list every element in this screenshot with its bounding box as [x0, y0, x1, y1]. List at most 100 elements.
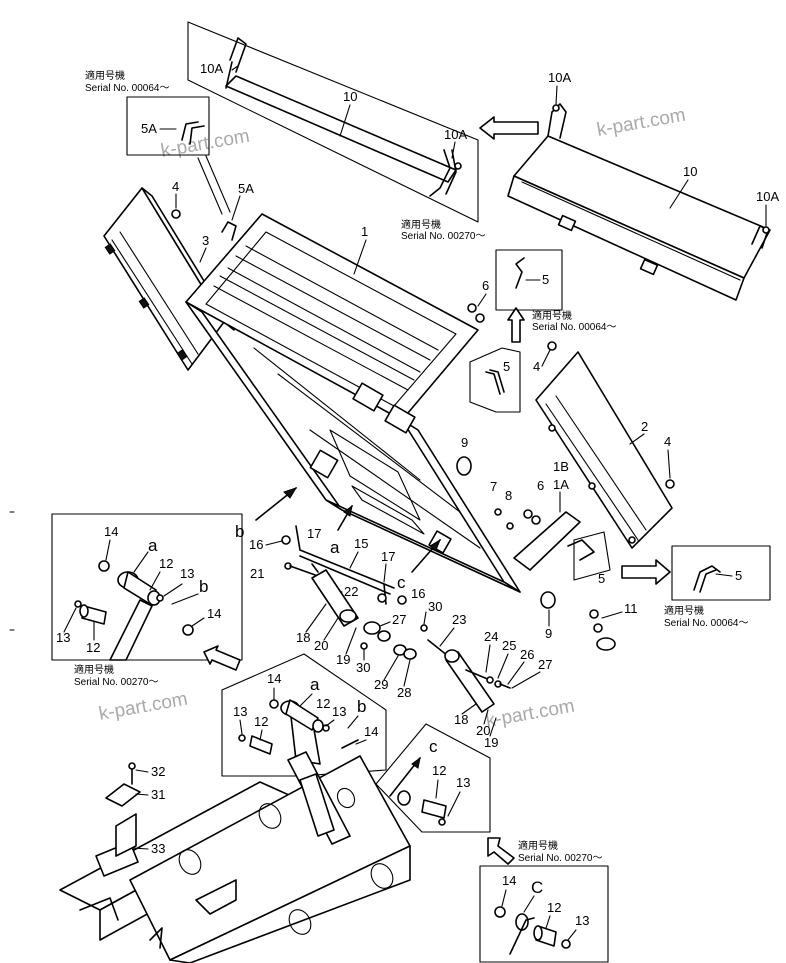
plate-31 [105, 783, 141, 807]
label-18: 18 [296, 630, 310, 645]
watermark-right: k-part.com [595, 105, 687, 141]
label-25: 25 [502, 638, 516, 653]
label-4: 4 [172, 179, 179, 194]
label-16: 16 [411, 586, 425, 601]
letter-a: a [310, 675, 320, 694]
label-20: 20 [476, 723, 490, 738]
linkage-assembly: b a c 16 17 15 17 16 21 22 18 [235, 487, 552, 750]
serial-note: Serial No. 00270～ [401, 231, 486, 242]
label-7: 7 [490, 479, 497, 494]
serial-note: Serial No. 00064～ [532, 322, 617, 333]
hook-part-5-lower [485, 369, 505, 395]
arrow-right-icon [621, 559, 671, 585]
label-1: 1 [361, 224, 368, 239]
label-6: 6 [482, 278, 489, 293]
watermark-center: k-part.com [484, 696, 576, 732]
label-4: 4 [533, 359, 540, 374]
label-13: 13 [180, 566, 194, 581]
label-1A: 1A [553, 477, 569, 492]
label-10A: 10A [444, 127, 467, 142]
stopper-9-lower [540, 591, 556, 609]
label-21: 21 [250, 566, 264, 581]
label-18: 18 [454, 712, 468, 727]
label-12: 12 [159, 556, 173, 571]
label-15: 15 [354, 536, 368, 551]
inset-gate-panel: 10A 10 10A 適用号機 Serial No. 00064～ 適用号機 S… [85, 21, 486, 242]
label-27: 27 [392, 612, 406, 627]
serial-note-jp: 適用号機 [401, 218, 441, 231]
label-19: 19 [336, 652, 350, 667]
label-5: 5 [598, 571, 605, 586]
label-5: 5 [735, 568, 742, 583]
letter-a: a [330, 538, 340, 557]
inset-C-bottom: 適用号機 Serial No. 00270～ 14 C 12 13 [479, 837, 609, 963]
label-13: 13 [575, 913, 589, 928]
label-16: 16 [249, 537, 263, 552]
label-29: 29 [374, 677, 388, 692]
label-13: 13 [233, 704, 247, 719]
inset-frame-gate [187, 21, 479, 223]
label-19: 19 [484, 735, 498, 750]
label-11: 11 [624, 601, 638, 616]
label-33: 33 [151, 841, 165, 856]
serial-note: Serial No. 00064～ [85, 83, 170, 94]
stopper-9-upper [456, 456, 472, 476]
label-3: 3 [202, 233, 209, 248]
inset-frame-c [375, 723, 491, 833]
letter-c: c [429, 737, 438, 756]
label-12: 12 [254, 714, 268, 729]
letter-C: C [531, 878, 543, 897]
dump-body-frame: 1 6 [185, 213, 521, 593]
letter-b: b [357, 697, 366, 716]
gate-hook-left [225, 37, 247, 89]
label-14: 14 [104, 524, 118, 539]
arrow-down-right-icon [487, 837, 515, 865]
hook-part-5A [181, 121, 205, 145]
label-10: 10 [343, 89, 357, 104]
label-31: 31 [151, 787, 165, 802]
label-8: 8 [505, 488, 512, 503]
inset-5-right: 5 適用号機 Serial No. 00064～ [664, 545, 771, 629]
label-17: 17 [307, 526, 321, 541]
pivot-arm-left [109, 599, 153, 661]
serial-note-jp: 適用号機 [664, 604, 704, 617]
label-20: 20 [314, 638, 328, 653]
serial-note-jp: 適用号機 [85, 69, 125, 82]
arrow-up-left-icon [203, 645, 241, 671]
label-12: 12 [316, 696, 330, 711]
label-12: 12 [86, 640, 100, 655]
letter-c: c [397, 573, 406, 592]
label-24: 24 [484, 629, 498, 644]
inset-pivot-center: 14 a 12 13 b 14 13 12 [221, 653, 387, 777]
label-30: 30 [356, 660, 370, 675]
label-5A: 5A [141, 121, 157, 136]
label-23: 23 [452, 612, 466, 627]
label-5A: 5A [238, 181, 254, 196]
label-28: 28 [397, 685, 411, 700]
label-32: 32 [151, 764, 165, 779]
inset-frame-5A [126, 96, 210, 156]
inset-c: c 12 13 [375, 723, 491, 833]
label-10A: 10A [756, 189, 779, 204]
side-panel-2: 4 2 4 [533, 341, 675, 549]
inset-frame-5-right-box [671, 545, 771, 601]
serial-note-jp: 適用号機 [74, 663, 114, 676]
label-13: 13 [332, 704, 346, 719]
chassis-frame: 32 31 33 [59, 751, 411, 963]
label-14: 14 [502, 873, 516, 888]
small-parts-center: 9 7 8 6 1B 1A 5 9 11 [456, 435, 638, 651]
serial-note-jp: 適用号機 [518, 839, 558, 852]
label-14: 14 [267, 671, 281, 686]
label-13: 13 [56, 630, 70, 645]
inset-frame-5-right [573, 531, 611, 581]
label-30: 30 [428, 599, 442, 614]
hook-part-5 [515, 257, 525, 289]
label-10A: 10A [200, 61, 223, 76]
inset-pivot-left: 14 a 12 13 b 14 13 12 適用号機 Serial No. 00… [51, 513, 243, 688]
label-14: 14 [364, 724, 378, 739]
cushion-11 [596, 637, 616, 651]
serial-note: Serial No. 00270～ [74, 677, 159, 688]
inset-5A: 5A [126, 96, 231, 215]
label-27: 27 [538, 657, 552, 672]
pin-12-center [249, 735, 273, 755]
